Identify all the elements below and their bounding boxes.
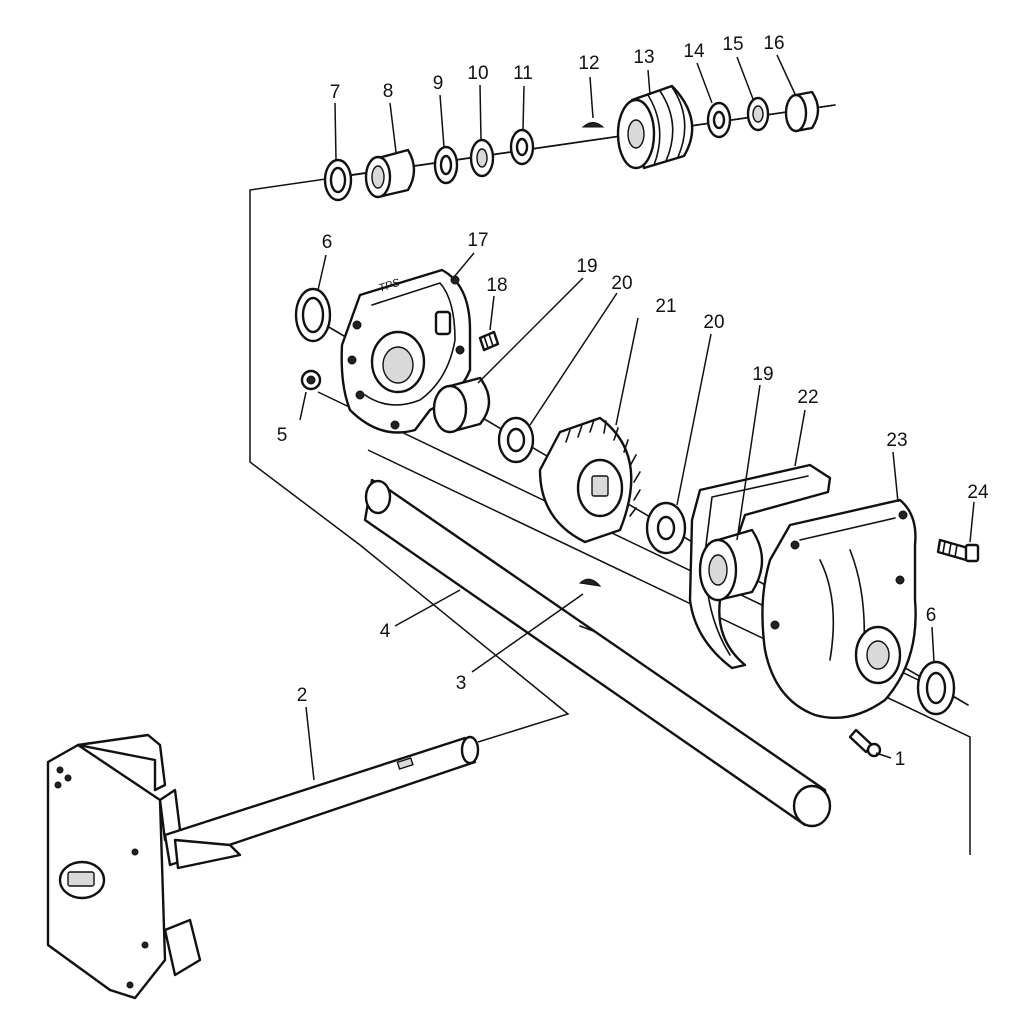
part-8-bushing: [364, 148, 416, 199]
callout-6b: 6: [926, 605, 937, 626]
part-11-washer: [509, 128, 535, 166]
callout-13: 13: [633, 47, 654, 68]
callout-18: 18: [486, 275, 507, 296]
callout-19b: 19: [752, 364, 773, 385]
part-3-key: [578, 578, 602, 633]
part-6-seal-right: [916, 660, 956, 716]
callout-17: 17: [467, 230, 488, 251]
callout-labels: 1 2 3 4 5 6 6 7 8 9 10 11 12 13 14 15 16…: [277, 33, 989, 770]
callout-11: 11: [513, 63, 533, 84]
callout-12: 12: [578, 53, 599, 74]
callout-5: 5: [277, 425, 288, 446]
part-24-bolt: [936, 538, 980, 563]
part-19-bushing-right: [698, 528, 764, 602]
callout-6a: 6: [322, 232, 333, 253]
part-14-washer: [706, 101, 732, 139]
part-23-gear-case: [761, 498, 917, 719]
callout-3: 3: [456, 673, 467, 694]
part-21-spur-gear: [538, 416, 641, 544]
part-6-seal-left: [294, 287, 332, 343]
callout-2: 2: [297, 685, 308, 706]
part-1-bolt: [848, 728, 882, 758]
part-2-auger-assembly: [46, 733, 480, 1000]
part-15-ring: [746, 96, 770, 132]
part-4-shaft: [363, 478, 832, 828]
part-5-nut: [300, 369, 322, 391]
callout-24: 24: [967, 482, 989, 503]
callout-1: 1: [895, 749, 906, 770]
part-20-washer-left: [497, 416, 535, 464]
callout-20b: 20: [703, 312, 724, 333]
callout-21: 21: [655, 296, 676, 317]
part-9-washer: [433, 145, 459, 185]
callout-23: 23: [886, 430, 907, 451]
part-13-worm-gear: [616, 84, 694, 170]
part-10-spring-washer: [469, 138, 495, 178]
callout-14: 14: [683, 41, 705, 62]
callout-7: 7: [330, 82, 341, 103]
part-7-snap-ring: [323, 158, 353, 202]
callout-20a: 20: [611, 273, 632, 294]
callout-8: 8: [383, 81, 394, 102]
callout-22: 22: [797, 387, 818, 408]
part-18-set-screw: [478, 330, 500, 352]
part-20-washer-right: [645, 501, 687, 555]
callout-19a: 19: [576, 256, 597, 277]
part-19-bushing-left: [432, 376, 491, 434]
callout-9: 9: [433, 73, 444, 94]
callout-10: 10: [467, 63, 488, 84]
callout-15: 15: [722, 34, 743, 55]
callout-4: 4: [380, 621, 391, 642]
part-12-key: [581, 122, 605, 128]
leader-lines: [299, 54, 975, 781]
callout-16: 16: [763, 33, 784, 54]
part-16-bushing: [784, 90, 820, 133]
